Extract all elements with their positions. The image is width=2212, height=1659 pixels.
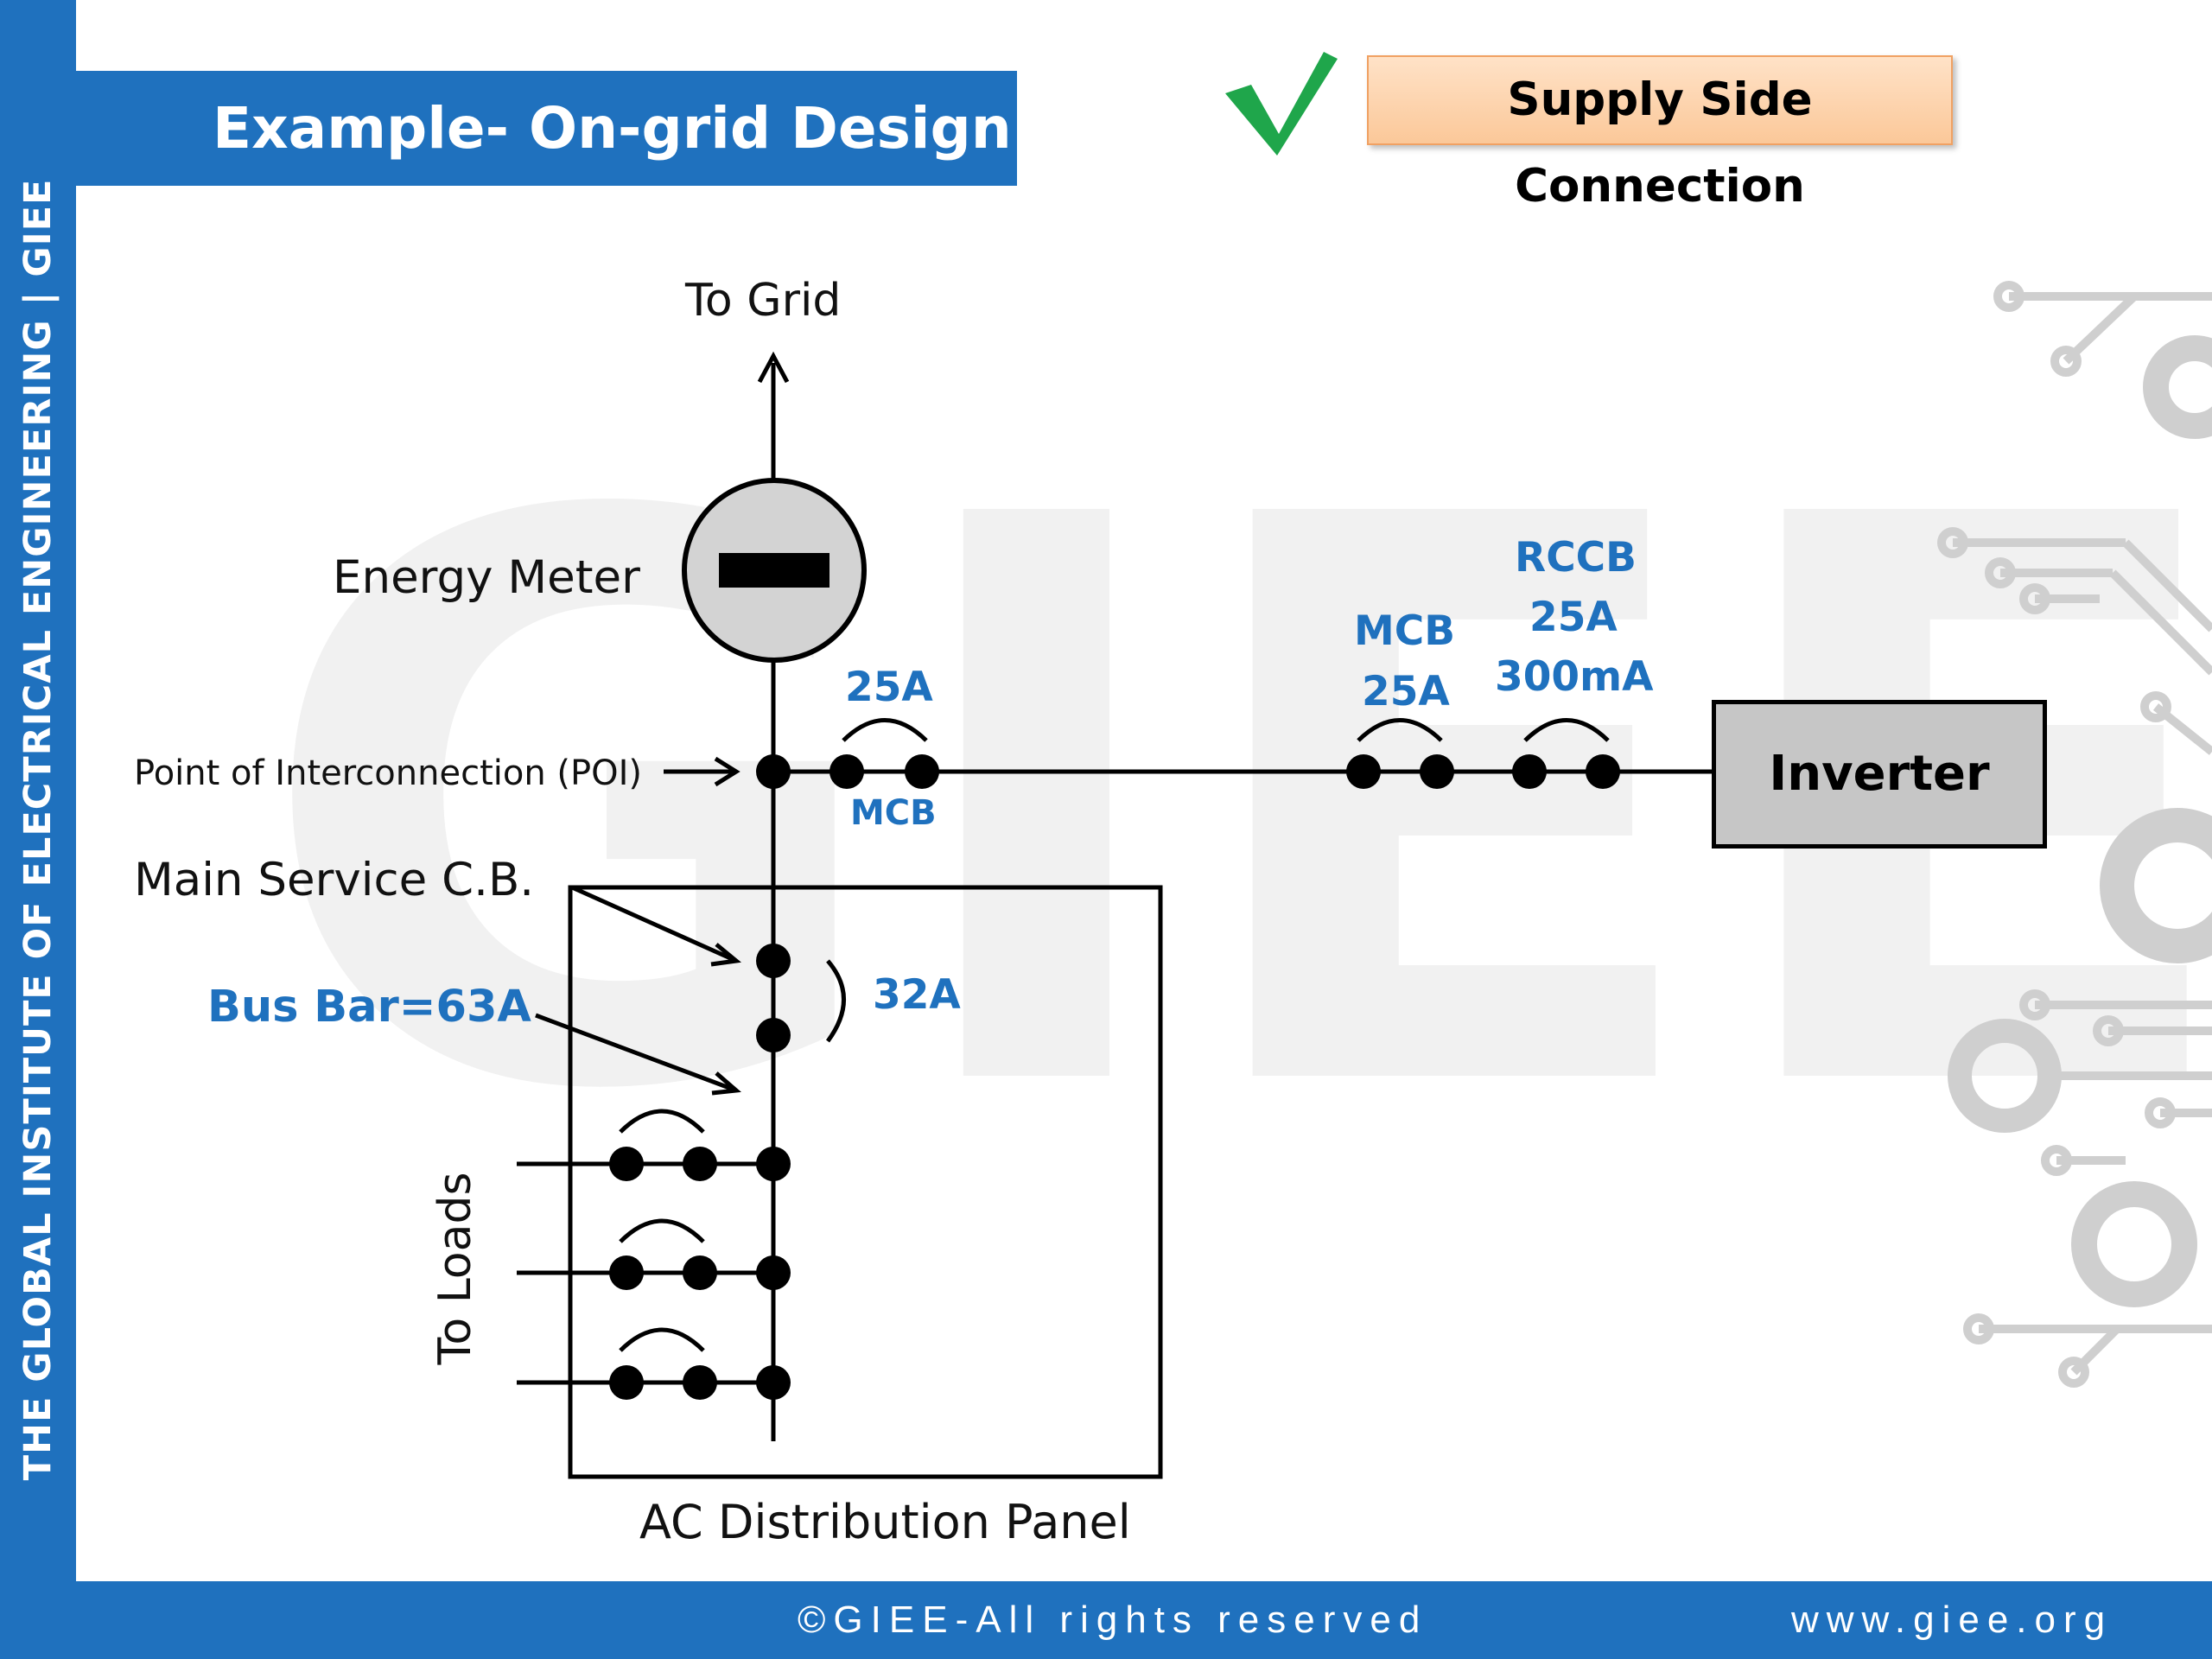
to-loads-label: To Loads [429, 1172, 481, 1365]
main-cb-pointer-arrowhead [710, 943, 741, 967]
rccb-rating: 25A [1529, 594, 1618, 641]
main-service-cb-label: Main Service C.B. [134, 854, 535, 906]
inverter-mcb-terminal-left [1346, 754, 1381, 789]
bus-bar-pointer-arrowhead [711, 1071, 741, 1096]
rccb-terminal-right [1586, 754, 1620, 789]
inverter-mcb-rating: 25A [1362, 668, 1450, 715]
bus-bar-pointer-arrow [535, 1013, 737, 1093]
poi-breaker-rating: 25A [845, 664, 933, 711]
load-breaker-arc-2 [619, 1218, 705, 1243]
bus-node-1 [756, 1147, 791, 1181]
ac-distribution-panel-label: AC Distribution Panel [639, 1495, 1131, 1549]
to-grid-arrow [757, 351, 790, 384]
sidebar: THE GLOBAL INSTITUTE OF ELECTRICAL ENGIN… [0, 0, 76, 1659]
footer-website-link[interactable]: www.giee.org [1791, 1599, 2113, 1641]
bus-node-2 [756, 1255, 791, 1290]
load-breaker-3-terminal-right [683, 1365, 717, 1400]
load-breaker-1-terminal-right [683, 1147, 717, 1181]
main-cb-pointer-arrow [570, 885, 738, 963]
poi-pointer-arrowhead [714, 756, 741, 787]
bus-bar-label: Bus Bar=63A [207, 982, 531, 1033]
inverter-box: Inverter [1712, 700, 2047, 849]
main-breaker-terminal-bottom [756, 1018, 791, 1052]
page-title: Example- On-grid Design [213, 95, 1012, 162]
supply-side-badge: Supply Side Connection [1367, 55, 1953, 213]
rccb-label: RCCB [1515, 534, 1637, 582]
main-breaker-rating: 32A [873, 971, 961, 1019]
footer-bar: ©GIEE-All rights reserved www.giee.org [76, 1581, 2212, 1659]
energy-meter-label: Energy Meter [333, 551, 640, 604]
main-breaker-arc [825, 959, 846, 1043]
footer-copyright: ©GIEE-All rights reserved [798, 1599, 1428, 1641]
rccb-terminal-left [1512, 754, 1547, 789]
poi-mcb-arc [842, 718, 928, 742]
poi-label: Point of Interconnection (POI) [134, 753, 643, 793]
load-breaker-1-terminal-left [609, 1147, 644, 1181]
inverter-mcb-label: MCB [1354, 607, 1456, 655]
inverter-mcb-terminal-right [1420, 754, 1454, 789]
poi-breaker-type: MCB [850, 793, 937, 833]
inverter-mcb-arc [1357, 718, 1443, 742]
load-breaker-arc-3 [619, 1327, 705, 1352]
poi-mcb-terminal-left [830, 754, 864, 789]
main-breaker-terminal-top [756, 944, 791, 978]
rccb-sensitivity: 300mA [1495, 653, 1654, 701]
circuit-decoration [1937, 281, 2212, 1388]
load-breaker-2-terminal-right [683, 1255, 717, 1290]
poi-node [756, 754, 791, 789]
ac-distribution-panel-box [568, 885, 1163, 1479]
load-breaker-arc-1 [619, 1109, 705, 1134]
bus-node-3 [756, 1365, 791, 1400]
load-breaker-3-terminal-left [609, 1365, 644, 1400]
poi-mcb-terminal-right [905, 754, 939, 789]
title-bar: Example- On-grid Design [76, 71, 1017, 186]
rccb-arc [1523, 718, 1610, 742]
to-grid-label: To Grid [685, 275, 842, 327]
load-breaker-2-terminal-left [609, 1255, 644, 1290]
energy-meter-display [719, 553, 830, 588]
